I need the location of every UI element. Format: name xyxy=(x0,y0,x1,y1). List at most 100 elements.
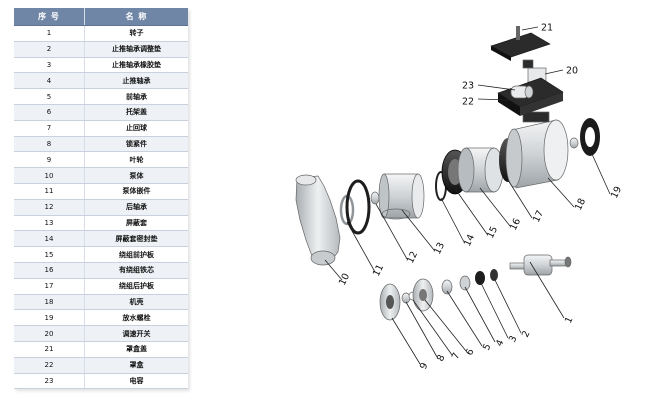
row-part-name: 罩盒 xyxy=(84,357,188,374)
callout-line-13 xyxy=(401,209,435,251)
row-number: 3 xyxy=(14,57,85,74)
rubber-pad-part xyxy=(475,271,485,285)
impeller-part xyxy=(379,283,401,321)
callout-line-2 xyxy=(493,277,522,334)
row-number: 19 xyxy=(14,309,85,327)
stator-core-part xyxy=(457,147,504,193)
callout-label-14: 14 xyxy=(462,233,477,249)
row-number: 2 xyxy=(14,41,85,58)
row-part-name: 放水螺栓 xyxy=(84,309,188,327)
callout-label-8: 8 xyxy=(435,353,448,363)
callout-label-1: 1 xyxy=(563,315,576,325)
callout-line-11 xyxy=(346,221,376,273)
table-header-row: 序 号 名 称 xyxy=(14,8,188,26)
capacitor-part xyxy=(510,85,534,99)
seal-ring-part xyxy=(345,179,371,235)
callout-line-3 xyxy=(479,280,509,339)
callout-label-12: 12 xyxy=(405,250,420,266)
row-number: 20 xyxy=(14,325,85,342)
row-part-name: 绕组前护板 xyxy=(84,246,188,263)
row-part-name: 屏蔽套 xyxy=(84,215,188,232)
callout-label-7: 7 xyxy=(450,351,463,361)
row-number: 13 xyxy=(14,215,85,232)
row-part-name: 止推轴承 xyxy=(84,72,188,90)
row-number: 7 xyxy=(14,120,85,137)
callout-label-15: 15 xyxy=(485,225,500,241)
callout-label-5: 5 xyxy=(481,342,494,352)
callout-label-3: 3 xyxy=(507,334,520,344)
row-part-name: 调速开关 xyxy=(84,325,188,342)
row-part-name: 机壳 xyxy=(84,294,188,311)
row-part-name: 后轴承 xyxy=(84,199,188,216)
row-part-name: 有绕组铁芯 xyxy=(84,262,188,279)
callout-line-7 xyxy=(412,299,453,356)
can-sleeve-part xyxy=(378,173,425,220)
callout-label-2: 2 xyxy=(520,329,533,339)
callout-label-9: 9 xyxy=(418,361,431,371)
row-number: 9 xyxy=(14,151,85,169)
row-number: 5 xyxy=(14,88,85,105)
bracket-cover-part xyxy=(412,278,434,312)
callout-line-9 xyxy=(391,317,421,365)
row-number: 15 xyxy=(14,246,85,263)
callout-line-10 xyxy=(324,259,343,281)
row-number: 16 xyxy=(14,262,85,279)
callout-line-15 xyxy=(455,189,488,235)
callout-line-21 xyxy=(521,26,539,31)
gasket-hole xyxy=(585,127,595,147)
row-part-name: 转子 xyxy=(84,25,188,42)
callout-line-14 xyxy=(440,197,465,243)
callout-line-17 xyxy=(507,179,533,219)
motor-housing-part xyxy=(505,111,569,189)
row-number: 22 xyxy=(14,357,85,374)
row-part-name: 电容 xyxy=(84,373,188,390)
callout-label-16: 16 xyxy=(508,217,523,233)
row-number: 11 xyxy=(14,183,85,200)
row-part-name: 罩盒盖 xyxy=(84,341,188,358)
row-part-name: 绕组后护板 xyxy=(84,278,188,295)
row-part-name: 止推轴承调整垫 xyxy=(84,41,188,58)
callout-line-23 xyxy=(477,84,516,91)
row-number: 8 xyxy=(14,136,85,153)
row-number: 21 xyxy=(14,341,85,358)
callout-line-6 xyxy=(424,299,467,352)
row-number: 18 xyxy=(14,294,85,311)
front-bearing-part xyxy=(441,279,453,295)
row-part-name: 托架盖 xyxy=(84,104,188,121)
callout-label-4: 4 xyxy=(494,338,507,348)
row-part-name: 泵体 xyxy=(84,167,188,184)
row-number: 10 xyxy=(14,167,85,184)
header-no: 序 号 xyxy=(14,8,85,26)
rear-bearing-part xyxy=(370,191,380,205)
callout-label-10: 10 xyxy=(337,272,352,288)
callout-line-5 xyxy=(446,290,483,347)
row-part-name: 止推轴承橡胶垫 xyxy=(84,57,188,74)
row-number: 23 xyxy=(14,373,85,390)
callout-label-17: 17 xyxy=(531,209,546,225)
callout-label-22: 22 xyxy=(462,97,474,108)
row-number: 17 xyxy=(14,278,85,295)
callout-label-20: 20 xyxy=(566,66,578,77)
callout-line-20 xyxy=(544,69,564,75)
header-name: 名 称 xyxy=(84,8,188,26)
row-part-name: 止回球 xyxy=(84,120,188,137)
